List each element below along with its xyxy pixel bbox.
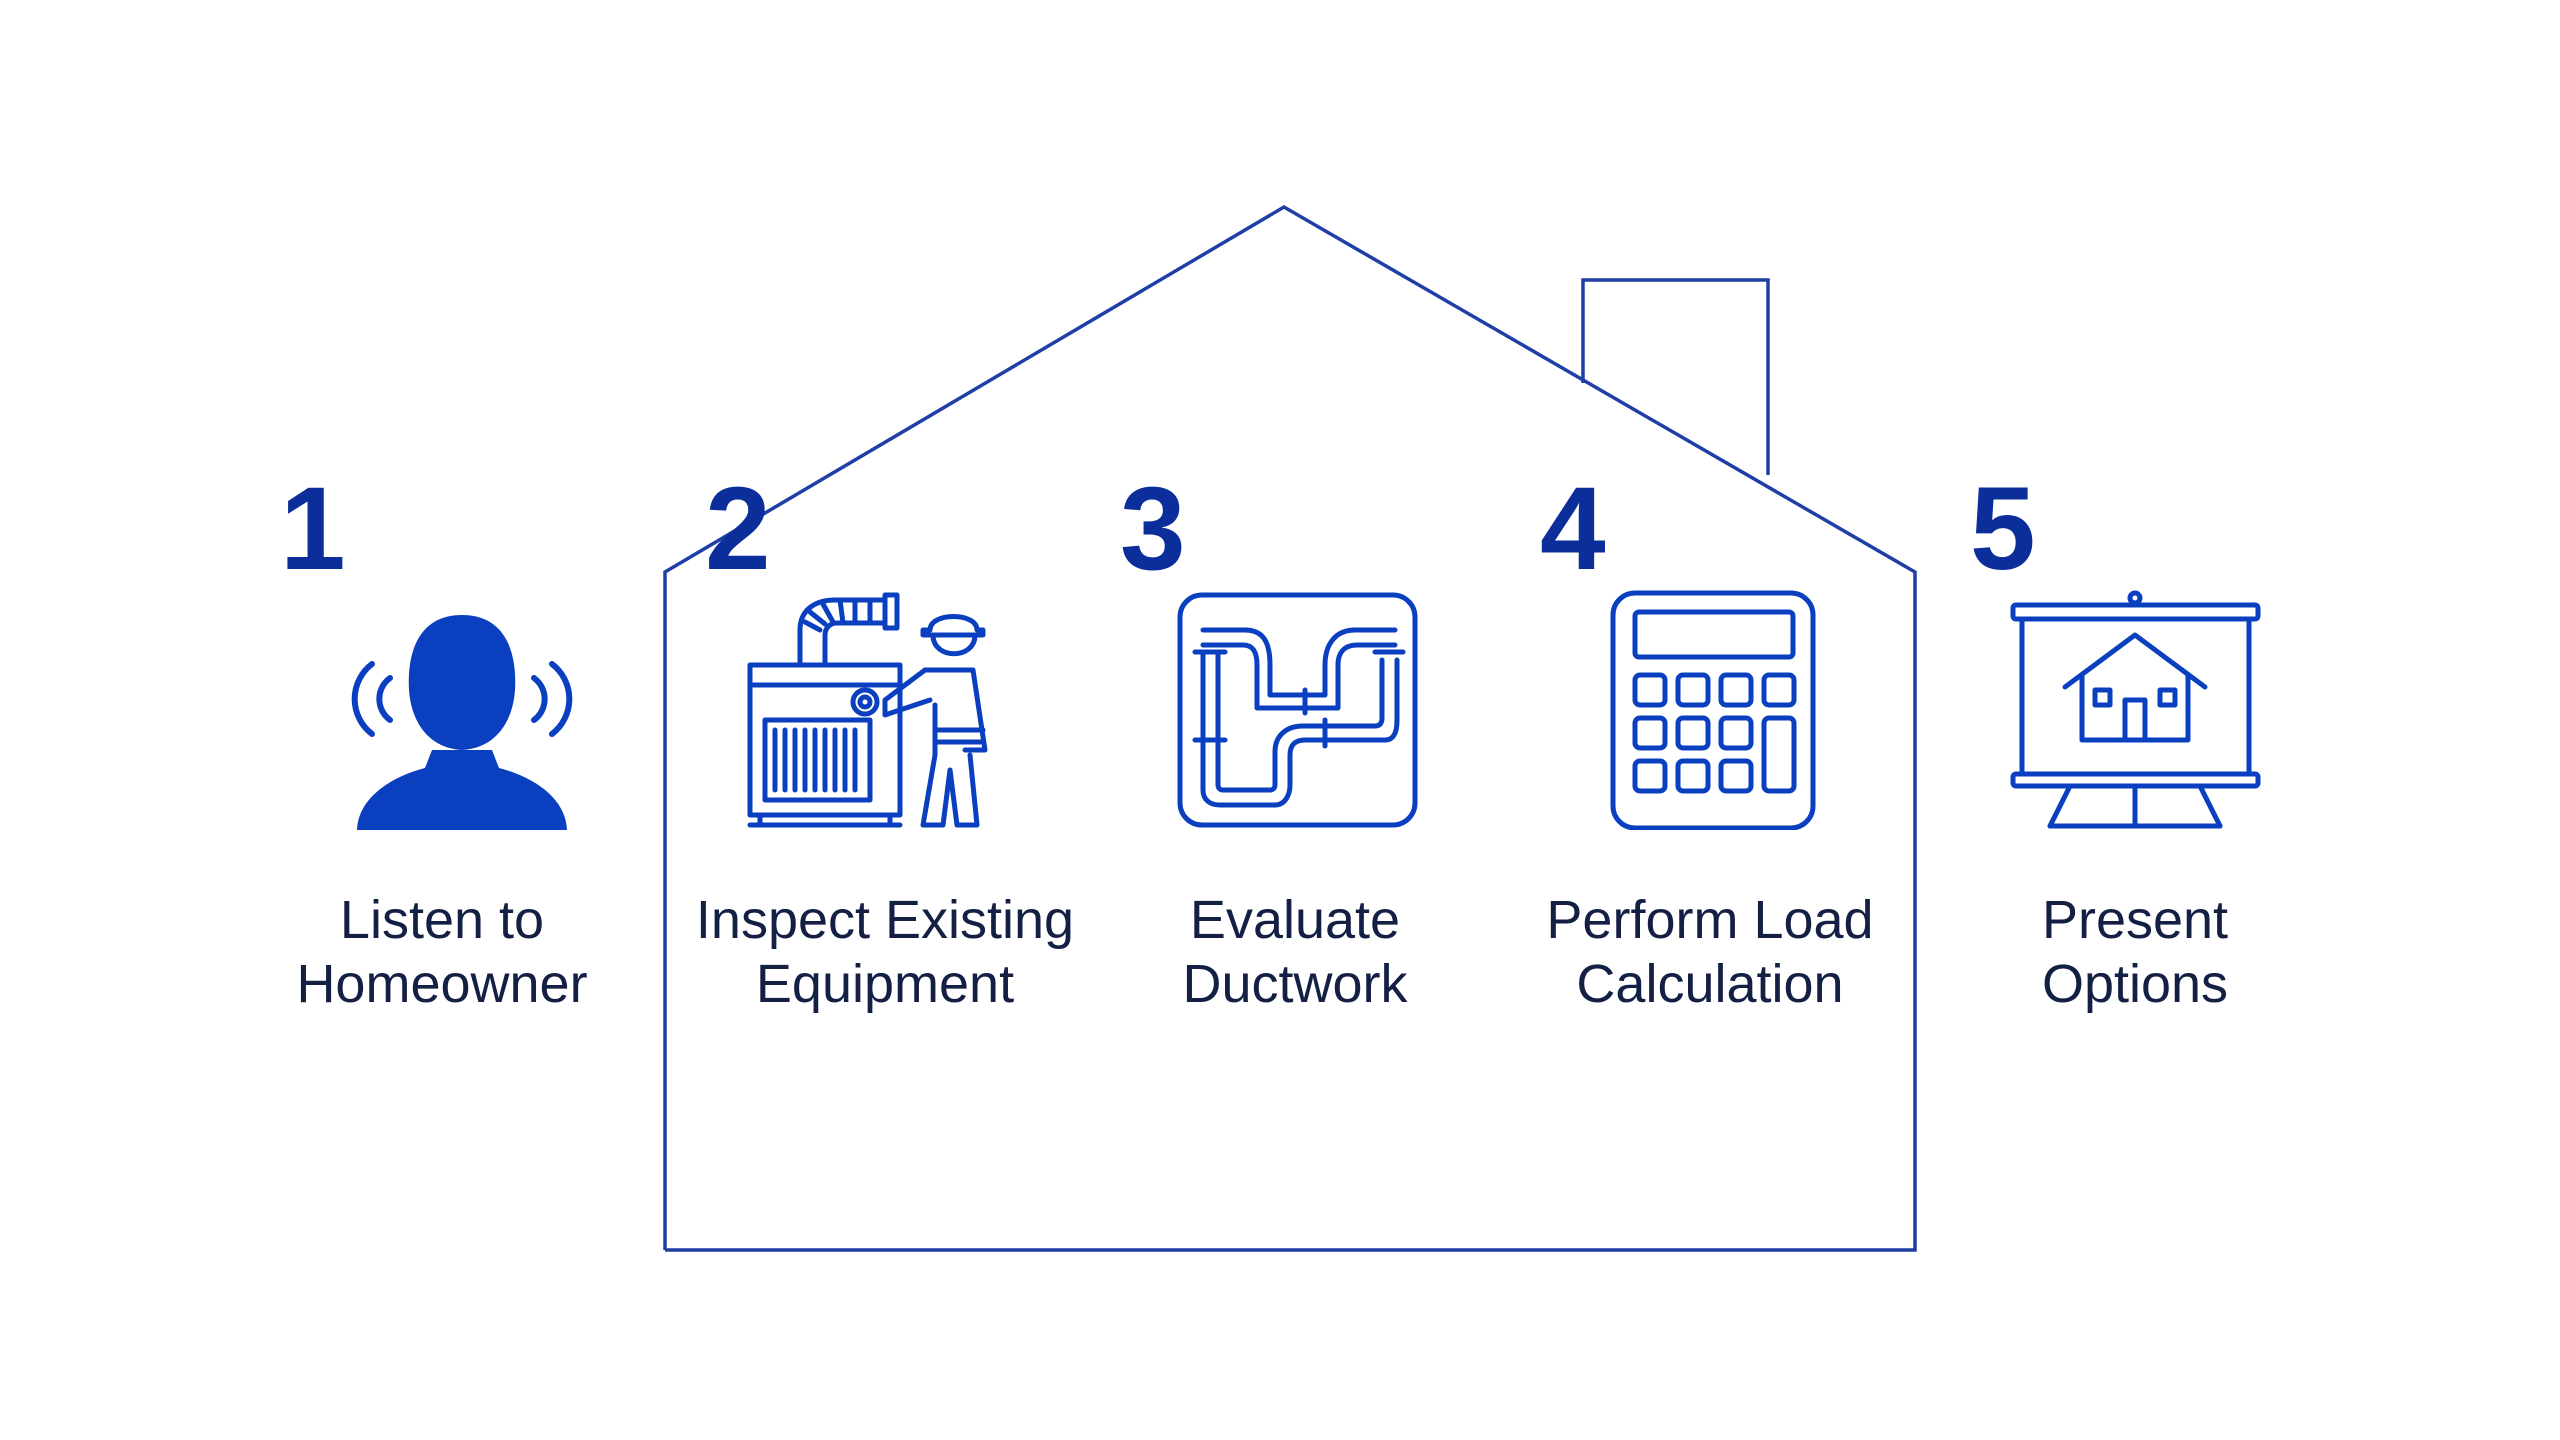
- step-5: 5 Present Options: [1925, 470, 2345, 1030]
- step-4: 4 Perform Load Calculation: [1500, 470, 1920, 1030]
- step-number: 1: [280, 463, 346, 595]
- step-label: Perform Load Calculation: [1500, 888, 1920, 1016]
- step-number: 3: [1120, 463, 1186, 595]
- step-label: Listen to Homeowner: [232, 888, 652, 1016]
- listening-person-icon: [351, 615, 573, 830]
- step-label-line-2: Equipment: [755, 954, 1015, 1014]
- step-number: 5: [1970, 463, 2036, 595]
- step-2: 2: [665, 470, 1085, 1030]
- technician-furnace-icon: [747, 592, 988, 828]
- house-chimney: [1581, 278, 1770, 475]
- step-label-line-2: Calculation: [1576, 954, 1844, 1014]
- step-label-line-1: Inspect Existing: [695, 890, 1075, 950]
- calculator-icon: [1610, 590, 1816, 830]
- step-label-line-1: Evaluate: [1189, 890, 1401, 950]
- step-1: 1 Listen to Homeowner: [232, 470, 652, 1030]
- step-label: Evaluate Ductwork: [1085, 888, 1505, 1016]
- step-label-line-1: Listen to: [339, 890, 545, 950]
- ductwork-icon: [1177, 592, 1418, 828]
- step-number: 4: [1540, 463, 1606, 595]
- step-label: Present Options: [1925, 888, 2345, 1016]
- step-3: 3 Evaluate Ductwork: [1085, 470, 1505, 1030]
- house-walls-and-roof: [663, 204, 1917, 1252]
- step-label-line-2: Options: [2041, 954, 2229, 1014]
- step-number: 2: [705, 463, 771, 595]
- step-label-line-2: Homeowner: [296, 954, 588, 1014]
- step-label-line-1: Present: [2041, 890, 2229, 950]
- step-label-line-1: Perform Load: [1546, 890, 1874, 950]
- presentation-board-icon: [2010, 590, 2261, 829]
- step-label-line-2: Ductwork: [1182, 954, 1408, 1014]
- step-label: Inspect Existing Equipment: [675, 888, 1095, 1016]
